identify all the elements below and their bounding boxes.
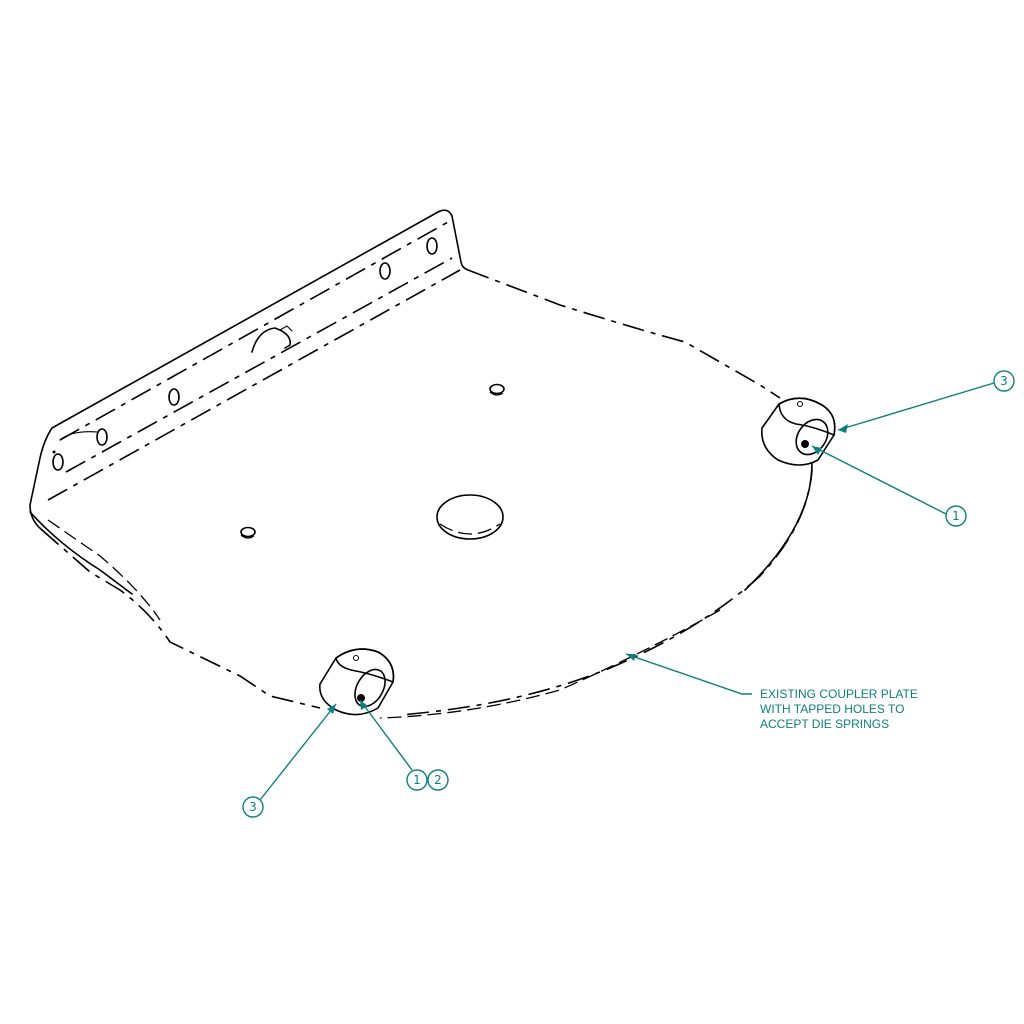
- plate-left-edge-solid: [29, 511, 133, 595]
- flange-notch-detail: [279, 325, 293, 332]
- flange-bend-line-2: [47, 269, 461, 501]
- balloon-top-right-1: 1: [945, 505, 967, 527]
- note-line-3: ACCEPT DIE SPRINGS: [760, 717, 889, 731]
- plate-left-inner-edge: [47, 519, 161, 621]
- arrowhead: [327, 704, 336, 714]
- balloon-label: 2: [434, 773, 442, 787]
- flange-inner-edge: [59, 221, 449, 441]
- tapped-hole-depth: [489, 391, 505, 396]
- flange-outer-edge: [29, 427, 53, 531]
- balloon-label: 1: [952, 509, 960, 523]
- arrowhead: [838, 424, 848, 433]
- plate-right-curve: [399, 461, 813, 716]
- coupler-plate: [29, 209, 813, 719]
- collar-set-screw: [797, 401, 803, 407]
- plate-back-edge: [467, 269, 781, 399]
- flange-top-edge: [51, 209, 453, 429]
- collar-set-screw: [353, 655, 359, 661]
- center-hole: [436, 494, 504, 540]
- balloon-label: 3: [249, 800, 257, 814]
- collar-bore: [795, 418, 829, 456]
- arrowhead: [626, 654, 636, 661]
- balloon-label: 3: [1000, 374, 1008, 388]
- balloon-label: 1: [413, 773, 421, 787]
- collar-top-face: [778, 397, 836, 436]
- leader-top-right-1: [811, 445, 947, 515]
- balloon-top-right-3: 3: [993, 370, 1015, 392]
- flange-hole: [426, 237, 438, 255]
- flange-hole: [168, 388, 180, 406]
- collar-spring-end: [357, 694, 365, 702]
- plate-left-edge: [41, 529, 321, 709]
- tapped-hole: [489, 383, 505, 395]
- note-line-2: WITH TAPPED HOLES TO: [760, 702, 904, 716]
- balloon-bottom-2: 2: [427, 769, 449, 791]
- flange-right-end: [451, 215, 469, 271]
- arrowhead: [812, 446, 822, 455]
- flange-hole: [96, 428, 108, 446]
- spring-collar-right: [761, 397, 836, 466]
- tapped-hole-depth: [240, 534, 256, 539]
- leader-bottom-left-3: [259, 703, 337, 801]
- spring-collar-bottom: [319, 648, 395, 716]
- coupler-plate-note: EXISTING COUPLER PLATE WITH TAPPED HOLES…: [760, 687, 918, 731]
- flange-notch: [251, 327, 292, 353]
- leaders: [259, 382, 995, 801]
- note-line-1: EXISTING COUPLER PLATE: [760, 687, 918, 701]
- flange-bend-arc: [59, 431, 99, 441]
- collar-spring-end: [801, 440, 809, 448]
- plate-right-curve-solid: [744, 469, 813, 591]
- flange-hole: [52, 453, 64, 471]
- center-hole-depth: [439, 523, 501, 535]
- balloon-bottom-1: 1: [406, 769, 428, 791]
- collar-top-face: [335, 648, 395, 683]
- leader-bottom-1: [359, 699, 413, 771]
- balloon-bottom-left-3: 3: [242, 796, 264, 818]
- leader-note: [625, 653, 752, 695]
- leader-top-right-3: [837, 382, 995, 431]
- tapped-hole: [240, 526, 256, 538]
- flange-holes: [52, 237, 438, 471]
- collar-bore: [354, 668, 386, 708]
- flange-hole: [379, 262, 391, 280]
- flange-bend-line-1: [65, 257, 453, 473]
- arrowhead: [360, 700, 368, 710]
- flange-dot: [52, 450, 56, 454]
- plate-front-bottom-edge: [379, 609, 721, 719]
